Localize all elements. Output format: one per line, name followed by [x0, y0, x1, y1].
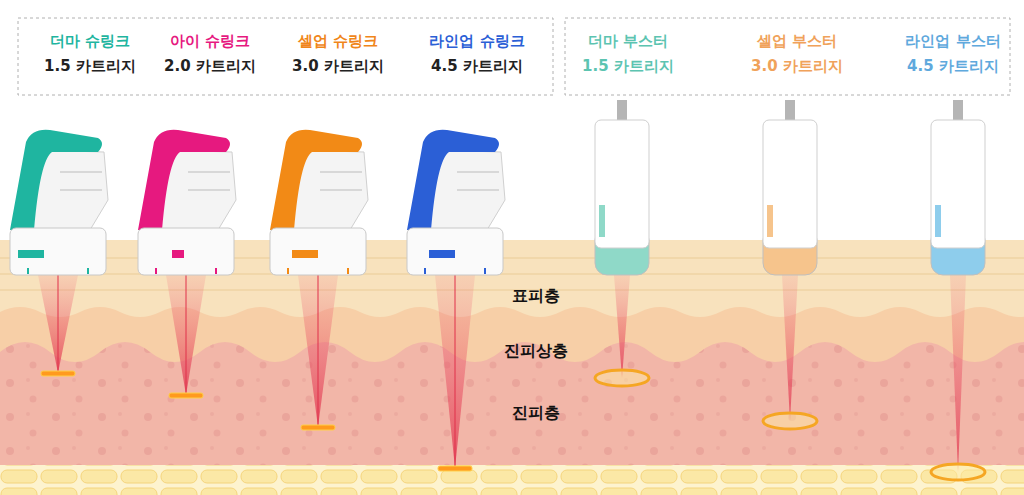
layer-label: 진피상층 — [504, 341, 568, 360]
shrink-beams — [38, 275, 475, 471]
cartridge-size: 3.0 카트리지 — [292, 57, 384, 75]
booster-panel — [565, 18, 1010, 95]
product-name: 더마 슈링크 — [50, 32, 130, 50]
cartridge-size: 2.0 카트리지 — [164, 57, 256, 75]
booster-cartridge — [763, 100, 817, 275]
shrink-panel — [18, 18, 553, 95]
product-name: 라인업 슈링크 — [429, 32, 524, 50]
layer-label: 진피층 — [512, 403, 560, 422]
product-name: 라인업 부스터 — [905, 32, 1000, 50]
cartridge-size: 1.5 카트리지 — [44, 57, 136, 75]
cartridge-size: 3.0 카트리지 — [751, 57, 843, 75]
booster-beams — [595, 275, 985, 480]
product-name: 더마 부스터 — [588, 32, 668, 50]
layer-label: 표피층 — [512, 286, 560, 305]
cartridge-size: 1.5 카트리지 — [582, 57, 674, 75]
cartridge-size: 4.5 카트리지 — [431, 57, 523, 75]
cartridge-size: 4.5 카트리지 — [907, 57, 999, 75]
product-name: 아이 슈링크 — [170, 32, 250, 50]
fat-layer — [0, 465, 1024, 495]
booster-cartridge — [595, 100, 649, 275]
shrink-cartridge — [270, 130, 368, 275]
shrink-cartridge — [407, 130, 505, 275]
shrink-cartridge — [10, 130, 108, 275]
shrink-cartridge — [138, 130, 236, 275]
product-name: 셀업 슈링크 — [298, 32, 378, 50]
dermis — [0, 342, 1024, 495]
product-name: 셀업 부스터 — [757, 32, 837, 50]
booster-cartridge — [931, 100, 985, 275]
